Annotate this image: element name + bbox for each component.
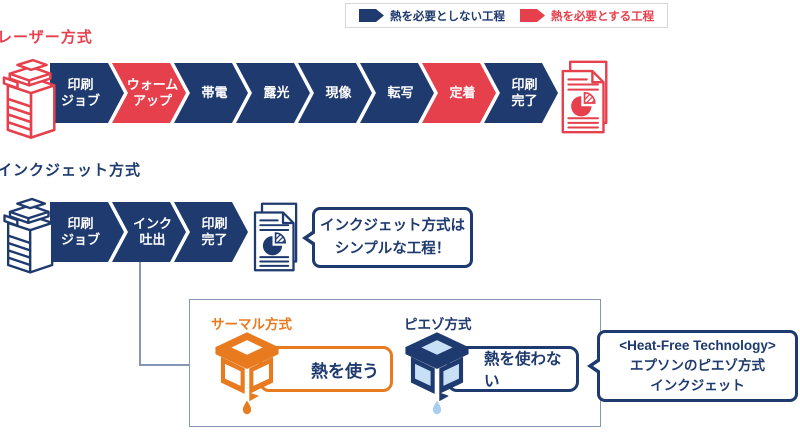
printer-illustration	[3, 197, 54, 274]
document-illustration	[253, 202, 298, 272]
legend: 熱を必要としない工程 熱を必要とする工程	[345, 3, 669, 28]
thermal-heat-label: 熱を使う	[311, 361, 379, 381]
legend-item-heat: 熱を必要とする工程	[520, 8, 654, 24]
laser-printer-icon	[2, 48, 64, 142]
inkjet-printer-icon	[2, 188, 62, 276]
piezo-no-heat-label: 熱を使わない	[484, 351, 562, 390]
heat-free-callout-text: <Heat-Free Technology> エプソンのピエゾ方式 インクジェッ…	[619, 337, 776, 394]
piezo-no-heat-pill: 熱を使わない	[447, 346, 579, 392]
laser-step-warm-up: ウォーム アップ	[112, 63, 186, 123]
inkjet-step-print-job: 印刷 ジョブ	[50, 202, 124, 262]
thermal-heat-pill: 熱を使う	[259, 346, 393, 392]
printhead-illustration	[215, 332, 279, 415]
heat-arrow-icon	[520, 9, 545, 22]
legend-label-heat: 熱を必要とする工程	[551, 10, 655, 23]
inkjet-section-title: インクジェット方式	[0, 162, 142, 179]
connector-vertical-line	[139, 262, 141, 366]
piezo-printhead-icon	[404, 331, 470, 417]
laser-process-flow: 印刷 ジョブ ウォーム アップ 帯電 露光 現像 転写 定着 印刷 完了	[50, 63, 558, 123]
printhead-illustration	[405, 332, 469, 415]
legend-item-no-heat: 熱を必要としない工程	[359, 8, 505, 24]
inkjet-methods-box: サーマル方式 熱を使う ピエゾ方式 熱を使わない	[189, 299, 601, 427]
printer-illustration	[2, 58, 56, 139]
laser-step-develop: 現像	[298, 63, 372, 123]
thermal-method-title: サーマル方式	[211, 317, 292, 332]
laser-output-document-icon	[560, 60, 610, 134]
laser-step-print-job: 印刷 ジョブ	[50, 63, 124, 123]
piezo-method-title: ピエゾ方式	[404, 317, 472, 332]
laser-section-title: レーザー方式	[0, 29, 93, 46]
legend-label-no-heat: 熱を必要としない工程	[390, 10, 505, 23]
inkjet-output-document-icon	[251, 202, 301, 272]
no-heat-arrow-icon	[359, 9, 384, 22]
document-illustration	[561, 60, 608, 134]
connector-horizontal-line	[139, 364, 190, 366]
inkjet-simple-callout-text: インクジェット方式は シンプルな工程！	[320, 218, 465, 257]
thermal-printhead-icon	[214, 331, 280, 417]
inkjet-process-flow: 印刷 ジョブ インク 吐出 印刷 完了	[50, 202, 248, 262]
heat-free-callout: <Heat-Free Technology> エプソンのピエゾ方式 インクジェッ…	[597, 330, 798, 402]
inkjet-simple-callout: インクジェット方式は シンプルな工程！	[312, 207, 473, 268]
